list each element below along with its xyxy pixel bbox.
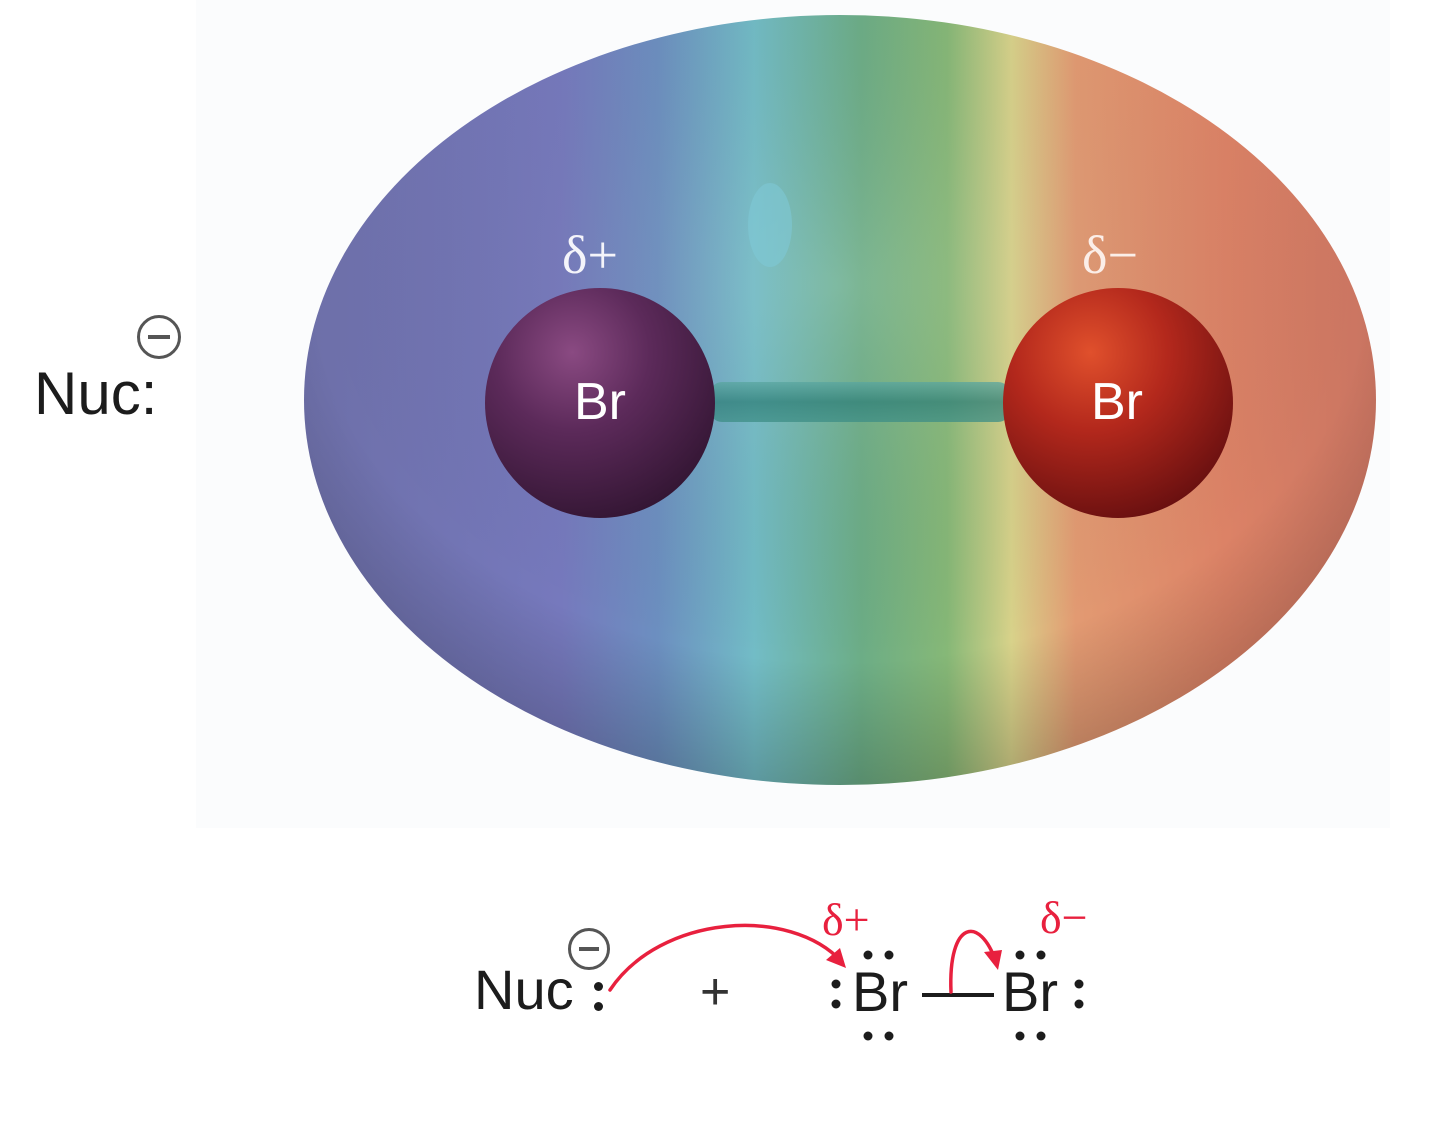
electrostatic-potential-map [304, 15, 1376, 785]
partial-negative-label: δ− [1082, 225, 1138, 285]
lone-pair-dot [594, 982, 603, 991]
arrowheads [826, 948, 1002, 970]
plus-sign: + [700, 963, 731, 1021]
br-atom-left-label: Br [574, 373, 626, 431]
nucleophile-label: Nuc: [34, 360, 158, 427]
br-br-bond [710, 382, 1010, 422]
equation-partial-negative: δ− [1040, 892, 1088, 943]
br-atom-right-label: Br [1091, 373, 1143, 431]
bond-cleavage-arrow [949, 929, 998, 994]
equation-br-left: Br [852, 960, 908, 1023]
equation-bond-line [922, 993, 994, 997]
equation-negative-charge-icon [568, 928, 610, 970]
partial-positive-label: δ+ [562, 225, 618, 285]
br-atom-right-sphere [1003, 288, 1233, 518]
equation-nucleophile: Nuc [474, 958, 574, 1021]
equation-partial-positive: δ+ [822, 894, 870, 945]
br-atom-left-sphere [485, 288, 715, 518]
lone-pair-dot [594, 1002, 603, 1011]
lone-pair-dots [831, 950, 1084, 1041]
curved-arrows [608, 923, 998, 994]
nucleophile-attack-arrow [608, 923, 844, 992]
negative-charge-icon [137, 315, 181, 359]
equation-br-right: Br [1002, 960, 1058, 1023]
